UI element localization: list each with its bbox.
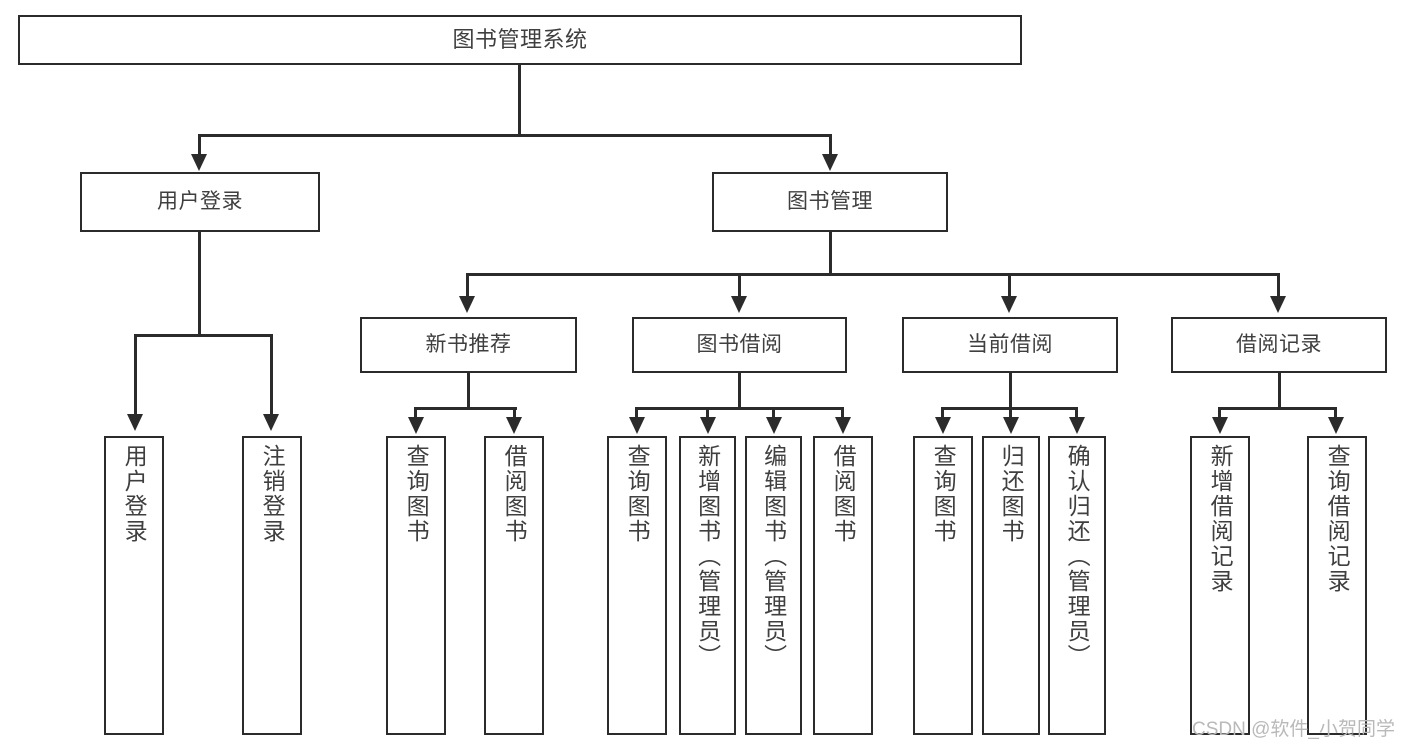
node-leaf-confirm-return-admin[interactable]: 确认归还（管理员） xyxy=(1048,436,1106,735)
arrow-to-leaf-confirm-return-admin xyxy=(1069,417,1085,434)
connector-to-leaf-add-book-admin xyxy=(706,407,709,419)
node-leaf-user-login[interactable]: 用户登录 xyxy=(104,436,164,735)
connector-to-leaf-query-book-borrow xyxy=(635,407,638,419)
node-label: 注销登录 xyxy=(259,444,286,544)
connector-root-trunk xyxy=(518,65,521,135)
connector-to-leaf-confirm-return-admin xyxy=(1075,407,1078,419)
connector-level1-bus xyxy=(198,134,832,137)
connector-current-borrow-trunk xyxy=(1009,373,1012,410)
arrow-to-leaf-query-book-borrow xyxy=(629,417,645,434)
node-leaf-query-borrow-record[interactable]: 查询借阅记录 xyxy=(1307,436,1367,735)
node-book-borrow[interactable]: 图书借阅 xyxy=(632,317,847,373)
connector-to-leaf-return-book xyxy=(1009,407,1012,419)
node-label: 借阅图书 xyxy=(830,444,857,544)
connector-to-borrow-record xyxy=(1277,273,1280,298)
node-label: 查询图书 xyxy=(624,444,651,544)
connector-level2-bus xyxy=(466,273,1280,276)
connector-to-leaf-borrow-book-rec xyxy=(513,407,516,419)
node-root-book-management-system[interactable]: 图书管理系统 xyxy=(18,15,1022,65)
node-label: 新增借阅记录 xyxy=(1207,444,1234,594)
node-label: 确认归还（管理员） xyxy=(1064,444,1091,669)
node-leaf-return-book[interactable]: 归还图书 xyxy=(982,436,1040,735)
arrow-to-leaf-borrow-book-rec xyxy=(506,417,522,434)
arrow-to-new-book-rec xyxy=(459,296,475,313)
node-label: 图书管理系统 xyxy=(452,27,588,53)
node-label: 借阅图书 xyxy=(501,444,528,544)
node-label: 查询图书 xyxy=(930,444,957,544)
node-leaf-add-borrow-record[interactable]: 新增借阅记录 xyxy=(1190,436,1250,735)
arrow-to-leaf-borrow-book xyxy=(835,417,851,434)
connector-to-user-login xyxy=(198,134,201,156)
arrow-to-borrow-record xyxy=(1270,296,1286,313)
connector-to-leaf-query-book-rec xyxy=(414,407,417,419)
connector-to-leaf-query-book-current xyxy=(941,407,944,419)
arrow-to-leaf-user-logout xyxy=(263,414,279,431)
node-current-borrow[interactable]: 当前借阅 xyxy=(902,317,1118,373)
connector-to-leaf-add-borrow-record xyxy=(1218,407,1221,419)
connector-to-leaf-query-borrow-record xyxy=(1334,407,1337,419)
node-label: 归还图书 xyxy=(998,444,1025,544)
connector-to-current-borrow xyxy=(1008,273,1011,298)
node-label: 新增图书（管理员） xyxy=(694,444,721,669)
arrow-to-leaf-add-book-admin xyxy=(700,417,716,434)
node-label: 图书管理 xyxy=(787,189,873,213)
connector-user-login-trunk xyxy=(198,232,201,336)
arrow-to-leaf-query-book-current xyxy=(935,417,951,434)
arrow-to-leaf-query-borrow-record xyxy=(1328,417,1344,434)
node-leaf-edit-book-admin[interactable]: 编辑图书（管理员） xyxy=(745,436,802,735)
connector-book-borrow-bus xyxy=(635,407,843,410)
connector-to-leaf-edit-book-admin xyxy=(772,407,775,419)
node-label: 新书推荐 xyxy=(425,332,512,356)
node-label: 查询图书 xyxy=(403,444,430,544)
node-leaf-borrow-book-rec[interactable]: 借阅图书 xyxy=(484,436,544,735)
connector-to-leaf-borrow-book xyxy=(841,407,844,419)
csdn-watermark: CSDN @软件_小贺同学 xyxy=(1192,719,1395,740)
connector-to-leaf-user-login xyxy=(134,334,137,416)
arrow-to-leaf-add-borrow-record xyxy=(1212,417,1228,434)
node-leaf-query-book-current[interactable]: 查询图书 xyxy=(913,436,973,735)
connector-to-new-book-rec xyxy=(466,273,469,298)
connector-borrow-record-bus xyxy=(1218,407,1337,410)
arrow-to-leaf-edit-book-admin xyxy=(766,417,782,434)
connector-book-borrow-trunk xyxy=(738,373,741,410)
connector-user-login-bus xyxy=(134,334,273,337)
connector-borrow-record-trunk xyxy=(1278,373,1281,410)
node-book-manage[interactable]: 图书管理 xyxy=(712,172,948,232)
arrow-to-user-login xyxy=(191,154,207,171)
node-leaf-borrow-book[interactable]: 借阅图书 xyxy=(813,436,873,735)
node-label: 图书借阅 xyxy=(696,332,783,356)
connector-new-book-rec-bus xyxy=(414,407,517,410)
node-label: 编辑图书（管理员） xyxy=(760,444,787,669)
node-leaf-user-logout[interactable]: 注销登录 xyxy=(242,436,302,735)
arrow-to-leaf-query-book-rec xyxy=(408,417,424,434)
node-new-book-rec[interactable]: 新书推荐 xyxy=(360,317,577,373)
node-user-login[interactable]: 用户登录 xyxy=(80,172,320,232)
arrow-to-leaf-user-login xyxy=(127,414,143,431)
arrow-to-current-borrow xyxy=(1001,296,1017,313)
node-leaf-query-book-rec[interactable]: 查询图书 xyxy=(386,436,446,735)
arrow-to-book-borrow xyxy=(731,296,747,313)
connector-to-book-borrow xyxy=(738,273,741,298)
node-label: 用户登录 xyxy=(157,189,243,213)
node-label: 当前借阅 xyxy=(967,332,1053,356)
connector-to-leaf-user-logout xyxy=(270,334,273,416)
node-borrow-record[interactable]: 借阅记录 xyxy=(1171,317,1387,373)
connector-to-book-manage xyxy=(829,134,832,156)
arrow-to-leaf-return-book xyxy=(1003,417,1019,434)
node-label: 查询借阅记录 xyxy=(1324,444,1351,594)
node-label: 借阅记录 xyxy=(1236,332,1322,356)
node-leaf-add-book-admin[interactable]: 新增图书（管理员） xyxy=(679,436,736,735)
connector-new-book-rec-trunk xyxy=(467,373,470,410)
connector-book-manage-trunk xyxy=(829,232,832,276)
node-label: 用户登录 xyxy=(121,444,148,544)
arrow-to-book-manage xyxy=(822,154,838,171)
node-leaf-query-book-borrow[interactable]: 查询图书 xyxy=(607,436,667,735)
